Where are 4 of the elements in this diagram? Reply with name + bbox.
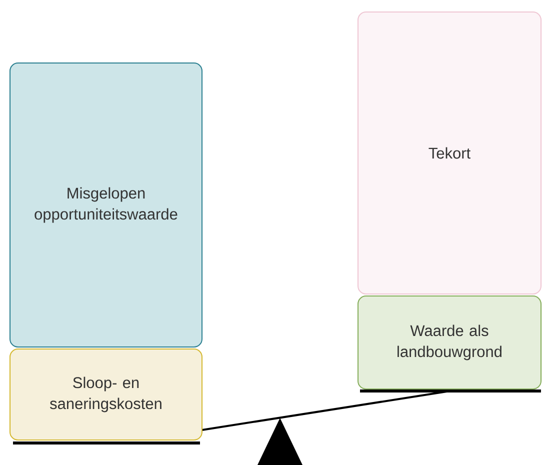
text-box: Misgelopen opportuniteitswaarde — [10, 62, 202, 348]
text-box: Tekort — [358, 12, 542, 294]
text-box: Waarde als landbouwgrond — [358, 296, 542, 390]
text-box: Sloop- en saneringskosten — [10, 348, 202, 440]
